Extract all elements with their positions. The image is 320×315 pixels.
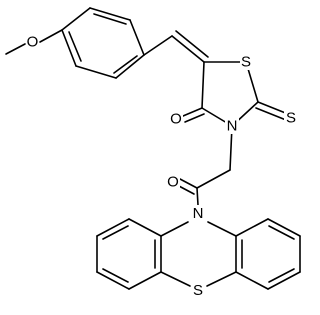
bond-ring-a6-inner (68, 31, 82, 62)
bond-lb2 (96, 218, 130, 237)
atom-n-phenothiazine: N (191, 205, 205, 222)
bond-ring-a2 (89, 7, 131, 21)
atom-label-o-methoxy: O (27, 34, 39, 51)
atom-label-n-phenothiazine: N (193, 205, 204, 222)
bond-ring-a1 (61, 7, 91, 31)
rhodanine-ring (201, 61, 259, 127)
atom-label-o-amide: O (167, 174, 179, 191)
atom-label-s-thione: S (286, 110, 296, 127)
bond-rb2 (267, 218, 301, 237)
atom-s-ring: S (240, 54, 252, 71)
bond-aryl-ch (143, 35, 173, 56)
bond-lb4 (96, 271, 130, 290)
bond-c4-carbonyl (182, 107, 203, 117)
bond-rb4 (267, 271, 301, 290)
bond-ring-a2-inner (93, 13, 127, 25)
phenothiazine-left-ring (96, 218, 162, 290)
bond-rb2-inner (268, 225, 295, 240)
bond-ring-a6 (61, 29, 77, 67)
bond-c2-thione-double (255, 107, 287, 121)
bond-ring-a4 (115, 54, 145, 79)
atom-label-n-ring: N (227, 118, 238, 135)
bond-ch-c5-double (175, 30, 209, 58)
bond-c10a-s (160, 271, 191, 287)
atom-o-ring-carbonyl: O (169, 111, 183, 128)
bond-c2-thione (257, 101, 289, 115)
atom-label-o-ring-carbonyl: O (170, 111, 182, 128)
chemical-structure: O S S O N O N S (5, 7, 301, 299)
bond-lb4-inner (102, 268, 129, 283)
atom-n-ring: N (225, 118, 239, 135)
phenothiazine-central-ring (160, 221, 237, 287)
bond-n10-c5a (207, 221, 237, 237)
atom-o-methoxy: O (26, 34, 39, 51)
bond-lb1 (128, 218, 162, 237)
phenothiazine-right-ring (235, 218, 301, 290)
bond-ring-a4-inner (113, 55, 138, 74)
bond-co-o (179, 178, 198, 189)
atom-s-thione: S (284, 110, 298, 127)
bond-ring-a3 (129, 19, 145, 56)
bond-ring-a5 (75, 65, 117, 79)
bond-ch-c5 (171, 35, 205, 63)
bond-lb2-inner (102, 225, 129, 240)
bond-co-n10 (196, 187, 199, 206)
atom-label-s-ring: S (241, 54, 251, 71)
bond-c9a-s (206, 271, 237, 287)
methoxyphenyl-ring (61, 7, 145, 79)
atom-label-s-phenothiazine: S (193, 282, 203, 299)
atom-s-phenothiazine: S (191, 282, 205, 299)
bond-rb4-inner (268, 268, 295, 283)
bond-ch2-co (196, 169, 231, 189)
bond-rb5 (235, 271, 269, 290)
atom-o-amide: O (166, 174, 180, 191)
bond-c4-carbonyl-double (184, 113, 205, 123)
bond-ch3-o (5, 43, 26, 55)
bond-o-aryl (39, 29, 63, 43)
bond-c4-c5 (201, 61, 205, 109)
bond-n10-c4a (160, 221, 189, 237)
bond-rb1 (235, 218, 269, 237)
bond-lb5 (128, 271, 162, 290)
